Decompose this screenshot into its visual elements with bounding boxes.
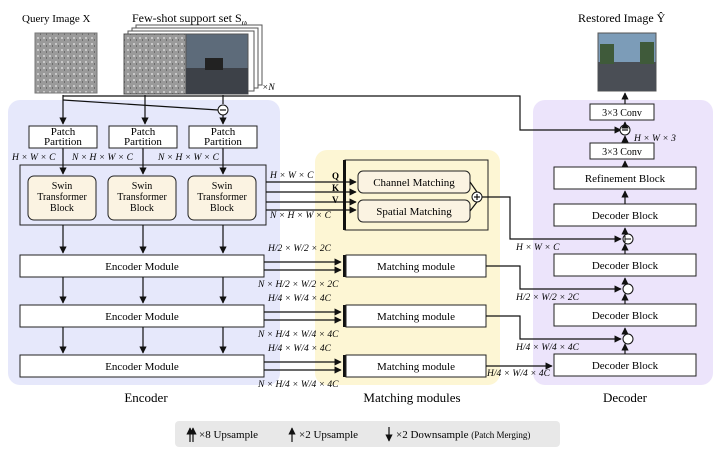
dim-dec-3: H/4 × W/4 × 4C	[515, 343, 580, 353]
patch-partition-2: Patch Partition	[108, 125, 178, 149]
skip-connection	[63, 95, 622, 134]
dim-support-2: N × H × W × C	[157, 153, 220, 163]
legend-up8: ×8 Upsample	[199, 429, 258, 441]
matching-module-1-label: Matching module	[377, 261, 455, 273]
encoder-module-1-label: Encoder Module	[105, 261, 179, 273]
svg-text:Swin: Swin	[212, 181, 233, 192]
dim-enc3-s: N × H/4 × W/4 × 4C	[257, 380, 339, 390]
dim-swin-q: H × W × C	[269, 171, 314, 181]
dim-enc2-q: H/4 × W/4 × 4C	[267, 294, 332, 304]
matching-module-2-label: Matching module	[377, 311, 455, 323]
output-image-title: Restored Image Ŷ	[578, 11, 666, 25]
plus-op-d3	[622, 333, 634, 345]
decoder-block-2-label: Decoder Block	[592, 260, 659, 272]
legend-down2: ×2 Downsample (Patch Merging)	[396, 429, 530, 441]
swin-block-2: Swin Transformer Block	[107, 175, 177, 221]
svg-text:Transformer: Transformer	[37, 192, 87, 203]
swin-to-matching-arrows	[266, 178, 357, 214]
encoder-module-3	[19, 354, 265, 378]
conv-mid	[589, 142, 655, 160]
legend-up2: ×2 Upsample	[299, 429, 358, 441]
encoder-module-1	[19, 254, 265, 278]
dim-query: H × W × C	[11, 153, 56, 163]
channel-matching-label: Channel Matching	[373, 177, 455, 189]
dim-dec-2: H/2 × W/2 × 2C	[515, 293, 580, 303]
decoder-block-3-label: Decoder Block	[592, 310, 659, 322]
support-count: ×N	[262, 83, 275, 93]
dim-support: N × H × W × C	[71, 153, 134, 163]
encoder-to-matching-arrows	[264, 258, 342, 374]
svg-text:Block: Block	[210, 203, 234, 214]
svg-text:Partition: Partition	[204, 136, 242, 148]
svg-text:Patch: Patch	[211, 126, 236, 138]
svg-text:Patch: Patch	[131, 126, 156, 138]
conv-top-label: 3×3 Conv	[602, 108, 642, 119]
dim-enc2-s: N × H/4 × W/4 × 4C	[257, 330, 339, 340]
dim-enc1-s: N × H/2 × W/2 × 2C	[257, 280, 339, 290]
decoder-section-label: Decoder	[603, 390, 648, 405]
svg-text:Block: Block	[50, 203, 74, 214]
svg-text:Transformer: Transformer	[117, 192, 167, 203]
encoder-module-2	[19, 304, 265, 328]
plus-op-d2	[622, 283, 634, 295]
svg-text:Swin: Swin	[132, 181, 153, 192]
encoder-module-3-label: Encoder Module	[105, 361, 179, 373]
svg-text:Partition: Partition	[44, 136, 82, 148]
patch-partition-1: Patch Partition	[28, 125, 98, 149]
dim-out: H × W × 3	[633, 134, 676, 144]
matching-to-decoder-arrows	[482, 196, 622, 370]
encoder-section-label: Encoder	[124, 390, 168, 405]
legend-box	[175, 421, 560, 447]
encoder-module-2-label: Encoder Module	[105, 311, 179, 323]
svg-text:Swin: Swin	[52, 181, 73, 192]
decoder-block-4-label: Decoder Block	[592, 360, 659, 372]
legend-up8-icon	[186, 427, 197, 442]
support-set-stack	[123, 24, 263, 95]
decoder-block-1-label: Decoder Block	[592, 210, 659, 222]
svg-text:Partition: Partition	[124, 136, 162, 148]
svg-text:Block: Block	[130, 203, 154, 214]
support-set-title: Few-shot support set Sω	[132, 11, 247, 27]
spatial-matching-label: Spatial Matching	[376, 206, 452, 218]
patch-partition-3: Patch Partition	[188, 125, 258, 149]
svg-text:Transformer: Transformer	[197, 192, 247, 203]
v-label: V	[332, 195, 339, 205]
conv-top	[589, 103, 655, 121]
dim-enc3-q: H/4 × W/4 × 4C	[267, 344, 332, 354]
swin-block-3: Swin Transformer Block	[187, 175, 257, 221]
query-image-title: Query Image X	[22, 13, 90, 25]
dim-swin-s: N × H × W × C	[269, 211, 332, 221]
conv-mid-label: 3×3 Conv	[602, 147, 642, 158]
restored-image	[597, 32, 657, 92]
swin-block-1: Swin Transformer Block	[27, 175, 97, 221]
dim-enc1-q: H/2 × W/2 × 2C	[267, 244, 332, 254]
k-label: K	[332, 183, 339, 193]
refinement-block-label: Refinement Block	[585, 173, 666, 185]
dim-dec-4: H/4 × W/4 × 4C	[486, 369, 551, 379]
dim-dec-1: H × W × C	[515, 243, 560, 253]
matching-module-3-label: Matching module	[377, 361, 455, 373]
matching-section-label: Matching modules	[363, 390, 460, 405]
query-image	[34, 32, 98, 94]
svg-text:Patch: Patch	[51, 126, 76, 138]
q-label: Q	[332, 171, 339, 181]
